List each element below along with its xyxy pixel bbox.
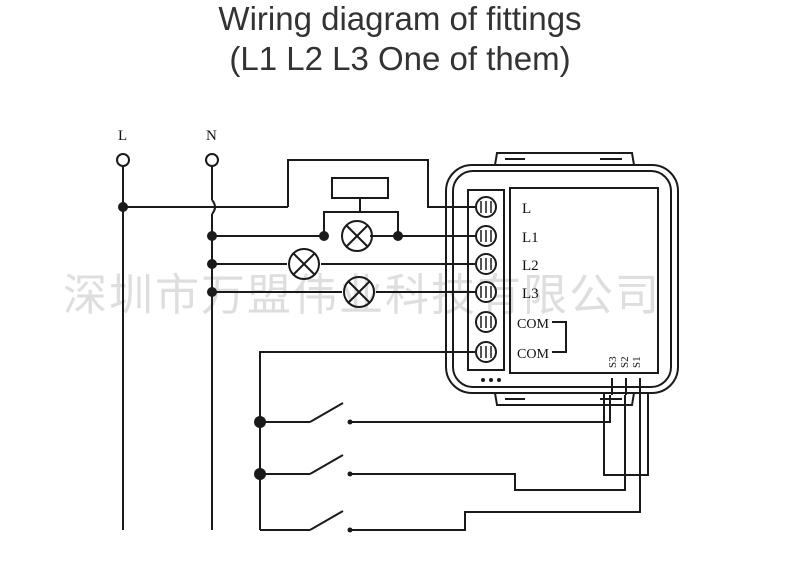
live-label: L [118,128,127,144]
switch-2-blade [309,454,344,475]
feed-wire-b [287,159,475,208]
s2-wire [350,395,626,491]
s1-wire [350,395,641,531]
com-bridge [552,321,567,353]
junction-switch-2 [254,468,266,480]
diagram-subtitle: (L1 L2 L3 One of them) [229,40,571,77]
terminal-label-l1: L1 [522,230,539,246]
junction-live [118,202,128,212]
module-bottom-clip [494,392,635,406]
junction-switch-1 [254,416,266,428]
junction-n-l3 [207,287,217,297]
module-inner-frame [452,170,672,388]
terminal-label-l3: L3 [522,286,539,302]
ballast-lead-left [323,198,361,236]
junction-ballast-left [319,231,329,241]
terminal-label-l2: L2 [522,258,539,274]
module-housing [445,164,679,394]
terminal-label-l: L [522,201,531,217]
lamp-l3 [343,276,375,308]
live-terminal [116,153,130,167]
junction-n-l1 [207,231,217,241]
switch-1-blade [309,402,344,423]
switch-3-blade [309,510,344,531]
s3-wire [350,395,611,423]
neutral-terminal [205,153,219,167]
terminal-label-com-2: COM [517,347,549,362]
module-label-panel [509,187,659,374]
junction-ballast-right [393,231,403,241]
ballast-box [331,177,389,199]
diagram-title: Wiring diagram of fittings [218,0,582,37]
switch-input-label-s3: S3 [607,356,619,368]
lamp-l2 [288,248,320,280]
watermark-text: 深圳市万盟伟业科技有限公司 [63,270,661,321]
com-wire [259,351,475,530]
terminal-block [467,189,505,371]
module-top-clip [494,152,635,166]
neutral-label: N [206,128,217,144]
switch-input-label-s2: S2 [619,356,631,368]
ballast-lead-right [360,211,399,236]
lamp-l1 [341,220,373,252]
junction-n-l2 [207,259,217,269]
switch-input-label-s1: S1 [631,356,643,368]
switch-lead-sleeve [603,392,649,476]
terminal-label-com-1: COM [517,317,549,332]
